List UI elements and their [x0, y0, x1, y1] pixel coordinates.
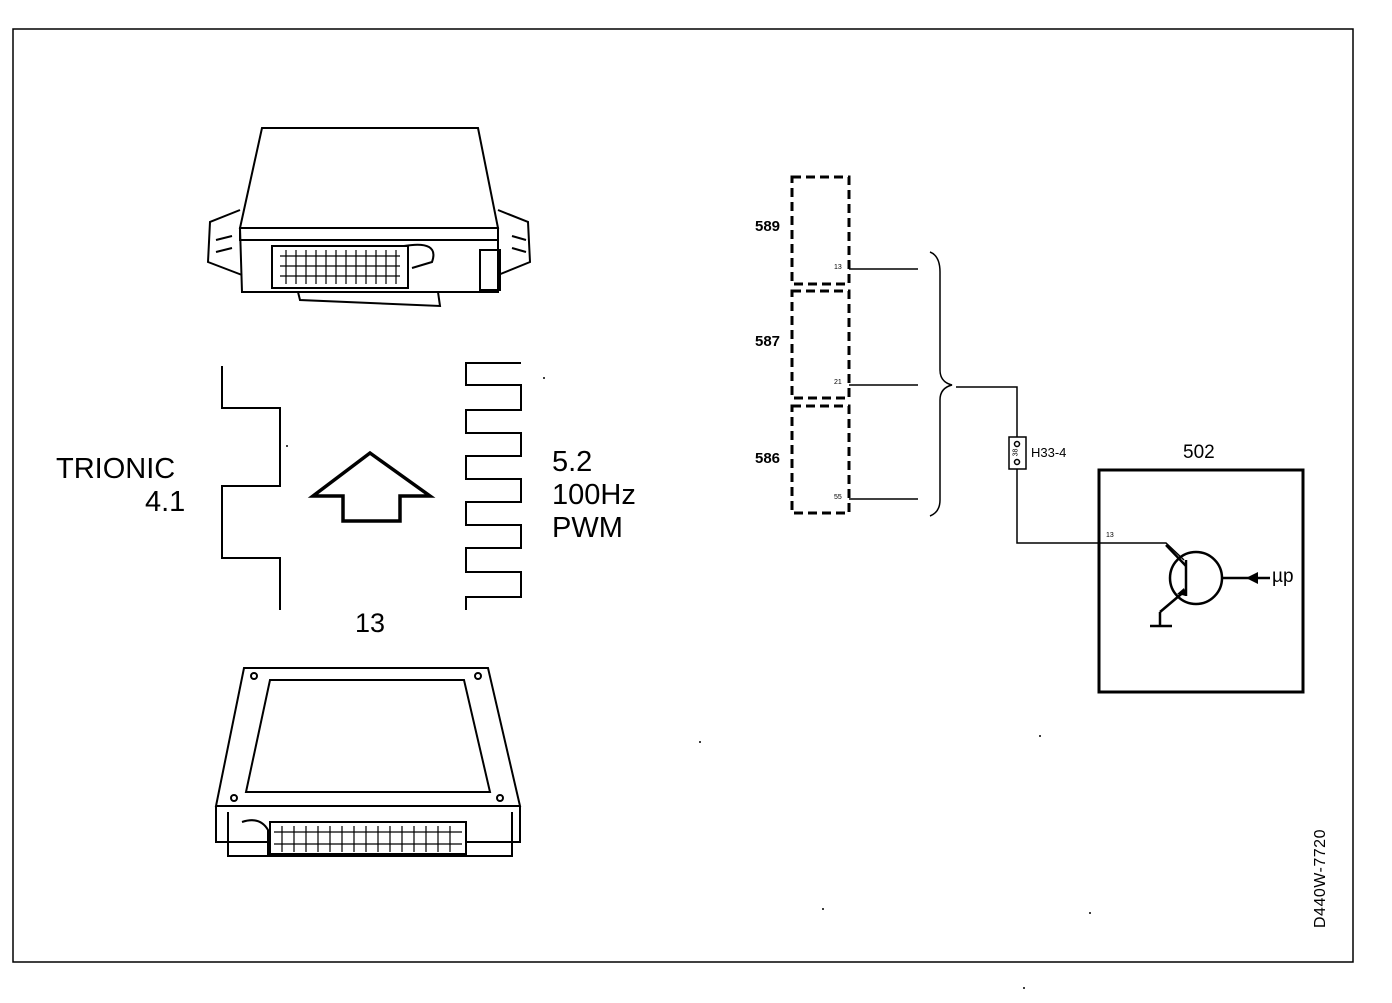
signal-frequency-label: 100Hz — [552, 479, 636, 511]
input-arrow — [1246, 572, 1258, 584]
connector-h33-4 — [1008, 436, 1027, 470]
curly-brace — [929, 251, 953, 517]
ecu-unit-top — [206, 127, 532, 308]
signal-value-label: 5.2 — [552, 446, 593, 478]
bus-wire — [956, 386, 1018, 437]
ecu-bottom-connector-pins — [274, 826, 462, 852]
ecu-version-label: 4.1 — [145, 486, 186, 518]
target-pin-label: 13 — [1106, 532, 1114, 539]
signal-wire — [1016, 469, 1185, 561]
emitter-arrow — [1177, 588, 1186, 596]
page-frame — [12, 28, 1354, 963]
transistor-symbol — [1150, 544, 1270, 628]
ecu-unit-bottom — [214, 667, 522, 857]
ecu-top-connector-pins — [280, 250, 400, 284]
scan-specks — [286, 377, 1091, 989]
module-wires — [849, 268, 918, 500]
slow-square-wave — [221, 366, 281, 610]
microprocessor-label: µp — [1272, 566, 1294, 587]
target-module-label: 502 — [1183, 442, 1215, 463]
signal-type-label: PWM — [552, 512, 623, 544]
module-589-box — [790, 175, 851, 286]
module-589-pin: 13 — [834, 264, 842, 271]
module-586-label: 586 — [755, 450, 781, 467]
module-586-pin: 55 — [834, 494, 842, 501]
module-587-pin: 21 — [834, 379, 842, 386]
module-589-label: 589 — [755, 218, 781, 235]
drawing-code-label: D440W-7720 — [1312, 829, 1329, 928]
up-arrow — [307, 450, 436, 523]
module-587-label: 587 — [755, 333, 781, 350]
module-587-box — [790, 289, 851, 400]
module-502-box — [1097, 468, 1305, 694]
connector-label: H33-4 — [1031, 445, 1067, 460]
ecu-name-label: TRIONIC — [56, 453, 176, 485]
connector-pin-label: 38 — [1012, 448, 1020, 457]
pin-label: 13 — [355, 608, 386, 638]
pwm-wave — [465, 362, 522, 610]
module-586-box — [790, 404, 851, 515]
